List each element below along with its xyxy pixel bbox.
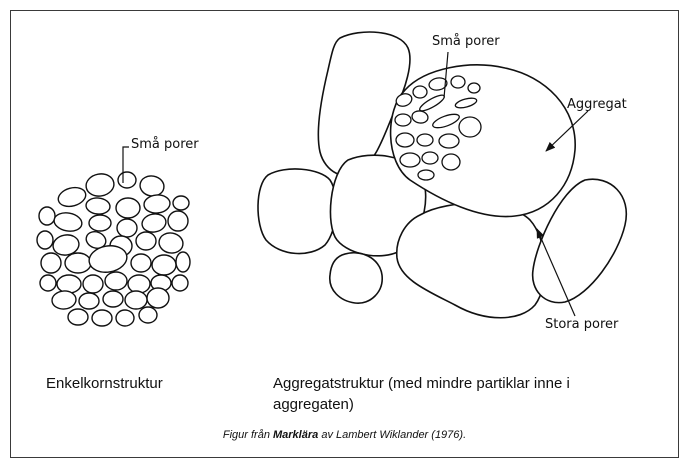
grain (37, 231, 53, 249)
grain (103, 291, 123, 307)
aggregate-caption-line-1: Aggregatstruktur (med mindre partiklar i… (273, 374, 570, 394)
aggregate-particle (400, 153, 420, 167)
grain (125, 291, 147, 309)
grain (40, 275, 56, 291)
aggregate-label: Aggregat (567, 97, 627, 113)
aggregate-particle (417, 134, 433, 146)
credit-prefix: Figur från (223, 429, 270, 441)
grain (84, 172, 115, 199)
single-grain-structure (37, 172, 190, 326)
single-grain-caption: Enkelkornstruktur (46, 374, 163, 394)
grain (92, 310, 112, 326)
aggregate-particle (439, 134, 459, 148)
grain (65, 253, 91, 273)
aggregate-particle (413, 86, 427, 98)
grain (79, 293, 99, 309)
aggregate-particle (468, 83, 480, 93)
aggregate-blob-bottom (397, 204, 545, 318)
grain (136, 232, 156, 250)
grain (141, 212, 168, 234)
grain (118, 172, 136, 188)
grain (157, 231, 184, 255)
grain (56, 185, 88, 210)
grain (53, 211, 84, 234)
grain (57, 275, 81, 293)
aggregate-caption-line-2: aggregaten) (273, 395, 354, 415)
credit-book-title: Marklära (273, 429, 318, 441)
small-pores-label-single: Små porer (131, 137, 199, 153)
grain (117, 219, 137, 237)
aggregate-structure (258, 32, 626, 318)
grain (138, 174, 165, 198)
credit-suffix: av Lambert Wiklander (1976). (321, 429, 466, 441)
grain (147, 288, 169, 308)
grain (85, 197, 110, 215)
aggregate-blob-middle-left (258, 169, 336, 254)
small-pores-label-aggregate: Små porer (432, 34, 500, 50)
aggregate-particle (396, 133, 414, 147)
grain (39, 207, 55, 225)
grain (152, 255, 176, 275)
grain (105, 272, 127, 290)
aggregate-particle (451, 76, 465, 88)
grain (172, 275, 188, 291)
grain (116, 198, 140, 218)
grain (116, 310, 134, 326)
aggregate-particle (395, 114, 411, 126)
large-pores-label: Stora porer (545, 317, 618, 333)
grain (41, 253, 61, 273)
grain (51, 290, 76, 310)
aggregate-particle (442, 154, 460, 170)
aggregate-blob-bottom-left (330, 253, 382, 303)
grain (131, 254, 151, 272)
grain (143, 194, 170, 214)
grain (83, 275, 103, 293)
figure-credit: Figur från Marklära av Lambert Wiklander… (0, 429, 689, 441)
grain (139, 307, 157, 323)
grain (128, 275, 150, 293)
grain (173, 196, 189, 210)
aggregate-particle (418, 170, 434, 180)
grain (176, 252, 190, 272)
aggregate-particle (459, 117, 481, 137)
grain (89, 215, 111, 231)
aggregate-particle (422, 152, 438, 164)
grain (68, 309, 88, 325)
grain (168, 211, 188, 231)
